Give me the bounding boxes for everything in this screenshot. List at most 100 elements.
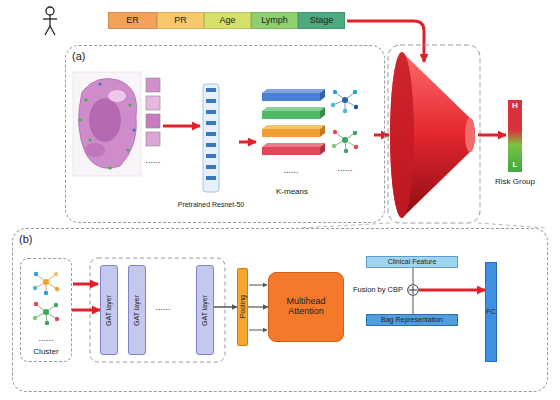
graph-node [343,109,347,113]
gat-layer-box: GAT layer [196,265,214,355]
node-text: Multihead Attention [269,297,343,317]
node-text: Stage [310,16,334,26]
graph-node [353,90,357,94]
tissue-section [79,79,137,169]
person-arms [43,18,57,19]
annotation-dot [126,148,129,151]
ellipsis-label: ...... [145,155,160,165]
graph-node [342,137,348,143]
tissue-region [89,98,121,142]
flow-arrow [73,283,98,286]
connector-arrow [214,306,237,308]
network-layer [206,110,216,114]
ellipsis-label: ...... [283,165,298,175]
cone-tip [465,118,475,152]
risk-bar: HLRisk Group [508,100,522,172]
clinical-feature-cell: Stage [298,12,345,29]
annotation-dot [108,166,111,169]
bag-representation-box: Bag Representation [366,314,458,326]
flow-arrow [249,330,267,331]
graph-node [353,131,357,135]
node-text: ER [126,16,139,26]
network-layer [206,143,216,147]
image-patch [146,78,160,92]
graph-node [45,321,49,325]
ellipsis-label: ...... [337,163,352,173]
feature-bar-top [262,143,325,147]
connector-arrow [413,268,414,284]
graph-node [33,316,37,320]
graph-node [33,286,37,290]
connector-arrow [248,306,268,307]
flow-arrow [374,134,389,137]
annotation-dot [98,82,101,85]
feature-stack: K-means [256,86,328,198]
flow-arrow [249,285,267,286]
feature-bar-top [262,107,325,111]
node-text: GAT layer [201,295,209,326]
node-text: Pooling [239,295,247,318]
network-layer [206,121,216,125]
feature-bar [262,111,320,119]
tissue-region [108,90,126,102]
clinical-feature-cell: Age [204,12,251,29]
gat-layer-box: GAT layer [128,265,146,355]
graph-node [55,317,59,321]
node-text: Lymph [261,16,288,26]
graph-node [331,103,335,107]
ellipsis-label: ...... [155,302,170,312]
model-cone [390,52,475,218]
feature-bar-top [262,125,325,129]
graph-node [354,145,358,149]
plus-stroke [413,286,414,294]
image-patch [146,96,160,110]
graph-node [332,144,336,148]
annotation-dot [78,118,81,121]
person-icon [43,7,57,35]
node-text: Bag Representation [381,316,443,324]
node-text: GAT layer [105,295,113,326]
person-leg [45,26,50,35]
graph-node [333,90,337,94]
network-icon [203,84,219,192]
graph-node [34,272,38,276]
panel-frame: (b)ClusterGAT layerGAT layerGAT layerPoo… [12,228,548,392]
node-text: (a) [72,50,85,62]
cluster-graph [332,130,358,153]
graph-node [34,302,38,306]
network-layer [206,154,216,158]
flow-arrow [163,125,200,128]
node-text: K-means [276,188,308,197]
clinical-feature-cell: ER [108,12,157,29]
graph-node [333,130,337,134]
network-layer [206,99,216,103]
annotation-dot [88,138,91,141]
network-layer [206,165,216,169]
clinical-feature-cell: Lymph [251,12,298,29]
network-layer [206,132,216,136]
annotation-dot [84,98,87,101]
node-text: PR [174,16,187,26]
network-block: Pretrained Resnet-50 [183,80,239,210]
feature-bar [262,93,320,101]
connector-arrow [413,296,414,314]
fusion-circle-outline [408,285,419,296]
node-text: H [512,102,518,111]
graph-node [55,287,59,291]
node-text: GAT layer [133,295,141,326]
gat-group-frame [90,258,225,362]
flow-arrow [347,21,424,62]
connector-arrow [239,141,256,144]
cluster-graph [33,272,59,295]
network-layer [206,88,216,92]
node-text: Clinical Feature [388,258,437,266]
cluster-box: Cluster [20,258,72,362]
node-text: Risk Group [495,178,535,187]
graph-node [54,303,58,307]
node-text: Age [219,16,235,26]
clinical-feature-box: Clinical Feature [366,256,458,268]
node-text: Cluster [33,348,58,357]
panel-frame: (a) Pretrained Resnet-50K-means [65,45,385,223]
